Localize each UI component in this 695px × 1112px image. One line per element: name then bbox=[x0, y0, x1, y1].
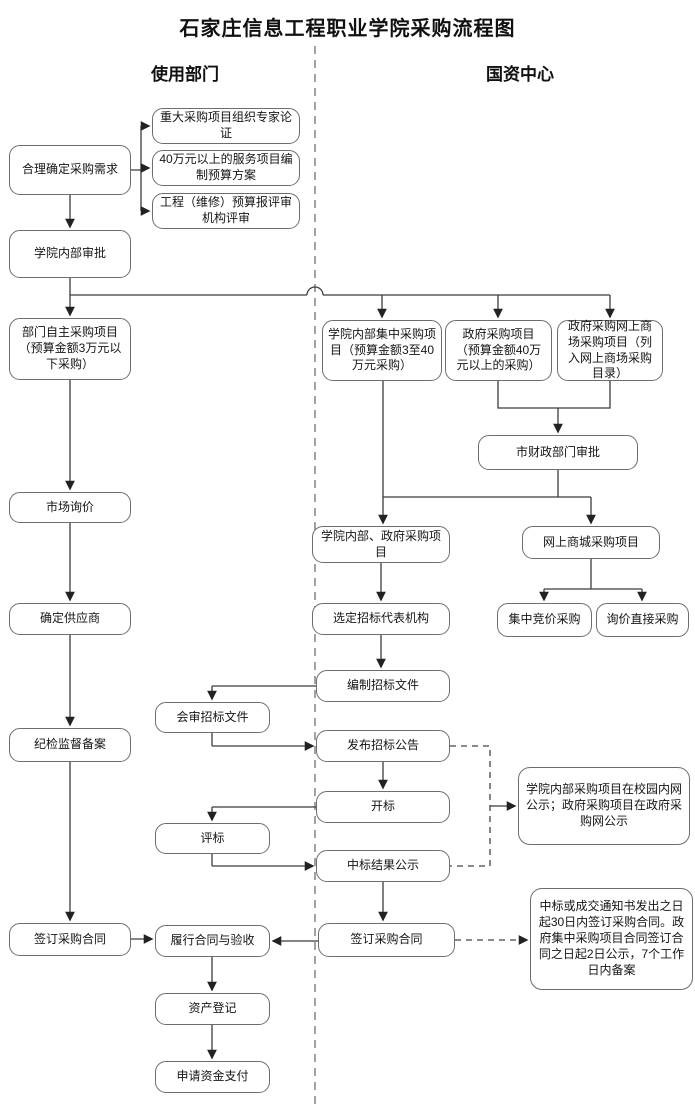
node-gov-procure: 政府采购项目（预算金额40万元以上的采购） bbox=[445, 320, 552, 381]
node-college-centralized: 学院内部集中采购项目（预算金额3至40万元采购） bbox=[322, 320, 442, 381]
node-perform-contract: 履行合同与验收 bbox=[155, 925, 270, 957]
node-bid-evaluation: 评标 bbox=[155, 823, 270, 854]
node-sign-contract-left: 签订采购合同 bbox=[9, 923, 131, 956]
node-internal-gov-projects: 学院内部、政府采购项目 bbox=[312, 526, 450, 563]
column-header-state-assets-center: 国资中心 bbox=[486, 65, 554, 84]
node-market-inquiry: 市场询价 bbox=[9, 492, 131, 523]
node-prepare-bid-docs: 编制招标文件 bbox=[316, 670, 450, 702]
solid-connectors bbox=[65, 121, 647, 1060]
node-fund-payment: 申请资金支付 bbox=[155, 1061, 270, 1093]
node-inquiry-direct: 询价直接采购 bbox=[596, 603, 689, 637]
node-sign-contract-mid: 签订采购合同 bbox=[318, 923, 455, 957]
node-service-budget: 40万元以上的服务项目编制预算方案 bbox=[152, 150, 300, 186]
node-dept-self-procure: 部门自主采购项目（预算金额3万元以下采购） bbox=[9, 318, 131, 380]
node-expert-review: 重大采购项目组织专家论证 bbox=[152, 108, 300, 144]
node-joint-review-docs: 会审招标文件 bbox=[155, 702, 270, 733]
node-define-demand: 合理确定采购需求 bbox=[9, 145, 131, 195]
node-centralized-bidding: 集中竞价采购 bbox=[497, 603, 592, 637]
node-bid-opening: 开标 bbox=[316, 791, 450, 823]
column-header-using-department: 使用部门 bbox=[151, 65, 219, 84]
node-asset-registration: 资产登记 bbox=[155, 993, 270, 1025]
node-internal-approval: 学院内部审批 bbox=[9, 230, 131, 278]
node-finance-approval: 市财政部门审批 bbox=[478, 435, 638, 470]
node-gov-online-mall: 政府采购网上商场采购项目（列入网上商场采购目录） bbox=[557, 319, 663, 381]
node-contract-note: 中标或成交通知书发出之日起30日内签订采购合同。政府集中采购项目合同签订合同之日… bbox=[530, 888, 693, 990]
node-publish-announcement: 发布招标公告 bbox=[316, 730, 450, 762]
node-determine-supplier: 确定供应商 bbox=[9, 603, 131, 635]
node-online-mall-projects: 网上商城采购项目 bbox=[522, 526, 660, 559]
page-title: 石家庄信息工程职业学院采购流程图 bbox=[179, 18, 516, 40]
dashed-connectors bbox=[450, 745, 520, 941]
node-select-agency: 选定招标代表机构 bbox=[312, 603, 450, 635]
node-publicity-note: 学院内部采购项目在校园内网公示；政府采购项目在政府采购网公示 bbox=[518, 767, 690, 845]
node-result-publicity: 中标结果公示 bbox=[316, 850, 450, 882]
node-discipline-filing: 纪检监督备案 bbox=[9, 728, 131, 762]
node-engineering-review: 工程（维修）预算报评审机构评审 bbox=[152, 193, 300, 229]
